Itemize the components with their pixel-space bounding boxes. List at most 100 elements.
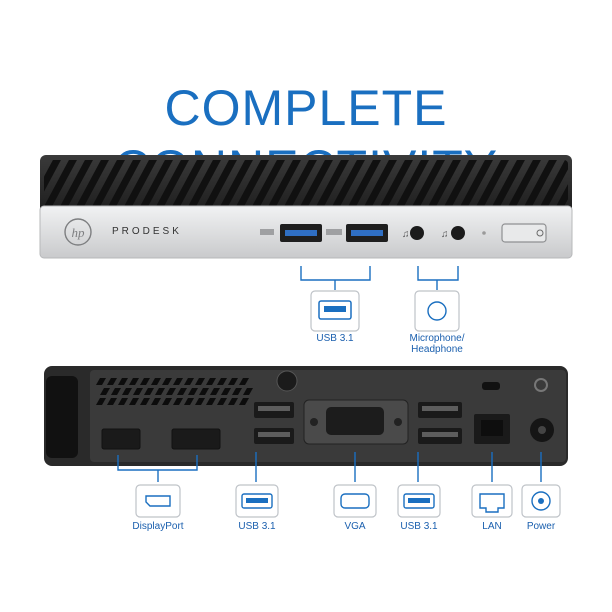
vent-slot <box>232 160 270 208</box>
activity-led <box>482 231 486 235</box>
rear-callout-lines <box>117 452 542 482</box>
vent-slot <box>376 160 414 208</box>
rear-vent-slot <box>184 378 194 385</box>
vent-slot <box>248 160 286 208</box>
rear-vents <box>96 378 253 405</box>
rear-vent-slot <box>107 378 117 385</box>
thumbscrew <box>276 370 298 392</box>
rear-vent-slot <box>232 388 242 395</box>
vent-slot <box>408 160 446 208</box>
rear-vent-slot <box>206 398 216 405</box>
microphone-jack <box>451 226 465 240</box>
vga-callout-icon <box>333 484 377 518</box>
rear-vent-slot <box>195 398 205 405</box>
rear-vent-slot <box>184 398 194 405</box>
rear-vent-slot <box>195 378 205 385</box>
rear-vent-slot <box>122 388 132 395</box>
vent-slot <box>456 160 494 208</box>
vent-slot <box>328 160 366 208</box>
rear-vent-slot <box>151 398 161 405</box>
rear-usb-left-label: USB 3.1 <box>238 521 276 532</box>
rear-vent-slot <box>129 378 139 385</box>
vent-slot <box>488 160 526 208</box>
front-usb-port-1 <box>280 224 322 242</box>
power-icon <box>536 229 544 237</box>
vent-slot <box>136 160 174 208</box>
vent-slot <box>424 160 462 208</box>
rear-vent-slot <box>162 378 172 385</box>
rear-vent-slot <box>162 398 172 405</box>
rear-vent-slot <box>188 388 198 395</box>
lan-callout-icon <box>471 484 513 518</box>
lan-port <box>474 414 510 444</box>
vent-slot <box>360 160 398 208</box>
lan-label: LAN <box>482 521 502 532</box>
rear-vent-slot <box>217 378 227 385</box>
front-audio-label-line2: Headphone <box>411 344 463 355</box>
rear-vent-slot <box>155 388 165 395</box>
rear-vent-slot <box>96 398 106 405</box>
headset-glyph: ♫ <box>441 229 449 240</box>
vent-slot <box>44 160 78 208</box>
rear-vent-slot <box>96 378 106 385</box>
vent-slot <box>0 158 14 214</box>
rear-vent-slot <box>140 398 150 405</box>
vent-slot <box>472 160 510 208</box>
front-callout-lines <box>300 266 459 290</box>
front-vents <box>0 158 606 214</box>
rear-vent-slot <box>118 378 128 385</box>
vent-slot <box>104 160 142 208</box>
rear-vent-slot <box>228 378 238 385</box>
kensington-loop <box>46 376 78 458</box>
rear-vent-slot <box>151 378 161 385</box>
front-usb-port-2 <box>346 224 388 242</box>
rear-usb-left-callout-icon <box>235 484 279 518</box>
vent-slot <box>520 160 558 208</box>
headphone-jack <box>410 226 424 240</box>
rear-vent-slot <box>173 398 183 405</box>
vent-slot <box>120 160 158 208</box>
hp-logo-text: hp <box>72 225 86 240</box>
rear-usb-right-callout-icon <box>397 484 441 518</box>
vent-slot <box>264 160 302 208</box>
vent-slot <box>184 160 222 208</box>
vent-slot <box>0 158 30 214</box>
vga-port <box>303 399 409 445</box>
hp-logo <box>64 218 92 246</box>
rear-usb-ports-right <box>418 402 462 444</box>
vent-slot <box>312 160 350 208</box>
vent-slot <box>536 160 568 208</box>
headphone-glyph: ♫ <box>402 229 410 240</box>
vent-slot <box>344 160 382 208</box>
rear-vent-slot <box>210 388 220 395</box>
rear-vent-slot <box>221 388 231 395</box>
vent-slot <box>216 160 254 208</box>
vent-slot <box>296 160 334 208</box>
rear-vent-slot <box>239 398 249 405</box>
vent-slot <box>152 160 190 208</box>
audio-callout-icon <box>414 290 460 332</box>
rear-vent-slot <box>199 388 209 395</box>
rear-usb-right-label: USB 3.1 <box>400 521 438 532</box>
rear-vent-slot <box>228 398 238 405</box>
rear-view <box>44 366 568 466</box>
rear-vent-slot <box>144 388 154 395</box>
rear-vent-slot <box>239 378 249 385</box>
vent-slot <box>88 160 126 208</box>
rear-vent-slot <box>243 388 253 395</box>
vent-slot <box>168 160 206 208</box>
power-jack-center <box>538 426 546 434</box>
rear-vent-slot <box>206 378 216 385</box>
vent-slot <box>392 160 430 208</box>
vent-slot <box>568 158 606 214</box>
power-callout-icon <box>521 484 561 518</box>
rear-vent-slot <box>177 388 187 395</box>
vent-slot <box>72 160 110 208</box>
front-usb-label: USB 3.1 <box>316 333 354 344</box>
rear-vent-slot <box>107 398 117 405</box>
front-audio-label-line1: Microphone/ <box>409 333 465 344</box>
rear-vent-slot <box>140 378 150 385</box>
power-button <box>501 223 547 243</box>
usb-ss-marking-2 <box>326 229 342 235</box>
